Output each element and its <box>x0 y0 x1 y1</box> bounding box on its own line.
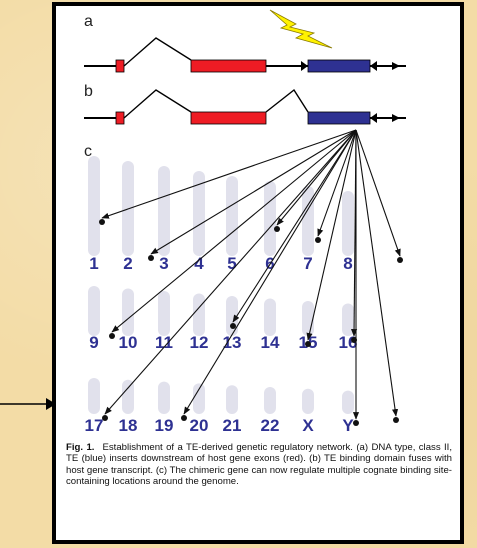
binding-site-dot <box>99 219 105 225</box>
chromosome-17 <box>88 378 100 414</box>
chromosome-18 <box>122 379 134 414</box>
chromosome-20 <box>193 383 205 414</box>
regulatory-arrow <box>101 129 357 219</box>
binding-site-dot <box>148 255 154 261</box>
chromosome-4 <box>193 171 205 256</box>
binding-site-dot <box>397 257 403 263</box>
regulatory-arrow <box>183 129 357 415</box>
chromosome-Y <box>342 390 354 414</box>
chromosome-label-18: 18 <box>119 416 138 435</box>
caption-label: Fig. 1. <box>66 442 95 453</box>
regulatory-arrow <box>306 129 357 341</box>
chromosome-label-8: 8 <box>343 254 352 273</box>
regulatory-arrow <box>317 129 357 237</box>
chromosome-label-11: 11 <box>155 333 173 352</box>
chromosome-label-20: 20 <box>190 416 209 435</box>
chromosome-22 <box>264 387 276 414</box>
chromosome-16 <box>342 303 354 336</box>
panel-label-a: a <box>84 13 93 30</box>
transposable-element-a <box>307 59 371 73</box>
chromosome-label-21: 21 <box>223 416 242 435</box>
chromosome-8 <box>342 191 354 256</box>
chromosome-set: 12345678910111213141516171819202122XY <box>85 156 357 435</box>
exon-2-a <box>190 59 267 73</box>
chromosome-14 <box>264 298 276 336</box>
chromosome-label-3: 3 <box>159 254 168 273</box>
chromosome-label-X: X <box>302 416 314 435</box>
chromosome-X <box>302 388 314 414</box>
regulatory-arrow <box>276 129 357 226</box>
chromosome-label-14: 14 <box>261 333 280 352</box>
binding-site-dot <box>102 415 108 421</box>
chromosome-9 <box>88 286 100 336</box>
binding-site-dot <box>230 323 236 329</box>
binding-site-dot <box>393 417 399 423</box>
lightning-bolt-icon <box>269 9 333 49</box>
regulatory-arrow <box>111 129 357 333</box>
regulatory-arrow <box>104 129 357 415</box>
chromosome-19 <box>158 381 170 414</box>
chromosome-1 <box>88 156 100 256</box>
binding-site-dot <box>274 226 280 232</box>
chromosome-12 <box>193 293 205 336</box>
chromosome-label-13: 13 <box>223 333 242 352</box>
background-arrow-icon <box>0 398 56 410</box>
figure-caption: Fig. 1.Establishment of a TE-derived gen… <box>66 442 452 487</box>
chromosome-11 <box>158 291 170 336</box>
binding-site-dot <box>353 420 359 426</box>
regulatory-arrow <box>232 129 357 323</box>
binding-site-dot <box>109 333 115 339</box>
regulatory-arrow <box>355 129 401 257</box>
binding-site-dot <box>181 415 187 421</box>
gene-diagram-a <box>84 9 406 73</box>
chromosome-label-12: 12 <box>190 333 209 352</box>
chromosome-label-9: 9 <box>89 333 98 352</box>
chromosome-label-17: 17 <box>85 416 104 435</box>
caption-text: Establishment of a TE-derived genetic re… <box>66 442 453 487</box>
exon-1-a <box>115 59 125 73</box>
chromosome-label-19: 19 <box>155 416 174 435</box>
chromosome-label-1: 1 <box>89 254 98 273</box>
chromosome-label-5: 5 <box>227 254 236 273</box>
panel-label-c: c <box>84 143 92 160</box>
chromosome-label-2: 2 <box>123 254 132 273</box>
regulatory-arrow <box>150 129 357 255</box>
exon-2-b <box>190 111 267 125</box>
chromosome-3 <box>158 166 170 256</box>
regulatory-arrows <box>99 129 403 426</box>
chromosome-6 <box>264 181 276 256</box>
binding-site-dot <box>305 341 311 347</box>
chromosome-label-10: 10 <box>119 333 138 352</box>
regulatory-arrow <box>355 129 399 417</box>
chromosome-label-4: 4 <box>194 254 204 273</box>
chromosome-label-Y: Y <box>342 416 354 435</box>
transposable-element-b <box>307 111 371 125</box>
chromosome-15 <box>302 301 314 336</box>
chromosome-7 <box>302 186 314 256</box>
panel-label-b: b <box>84 83 93 100</box>
gene-diagram-b <box>84 88 406 125</box>
chromosome-label-7: 7 <box>303 254 312 273</box>
chromosome-21 <box>226 385 238 414</box>
chromosome-label-22: 22 <box>261 416 280 435</box>
chromosome-5 <box>226 176 238 256</box>
exon-1-b <box>115 111 125 125</box>
binding-site-dot <box>315 237 321 243</box>
chromosome-10 <box>122 288 134 336</box>
